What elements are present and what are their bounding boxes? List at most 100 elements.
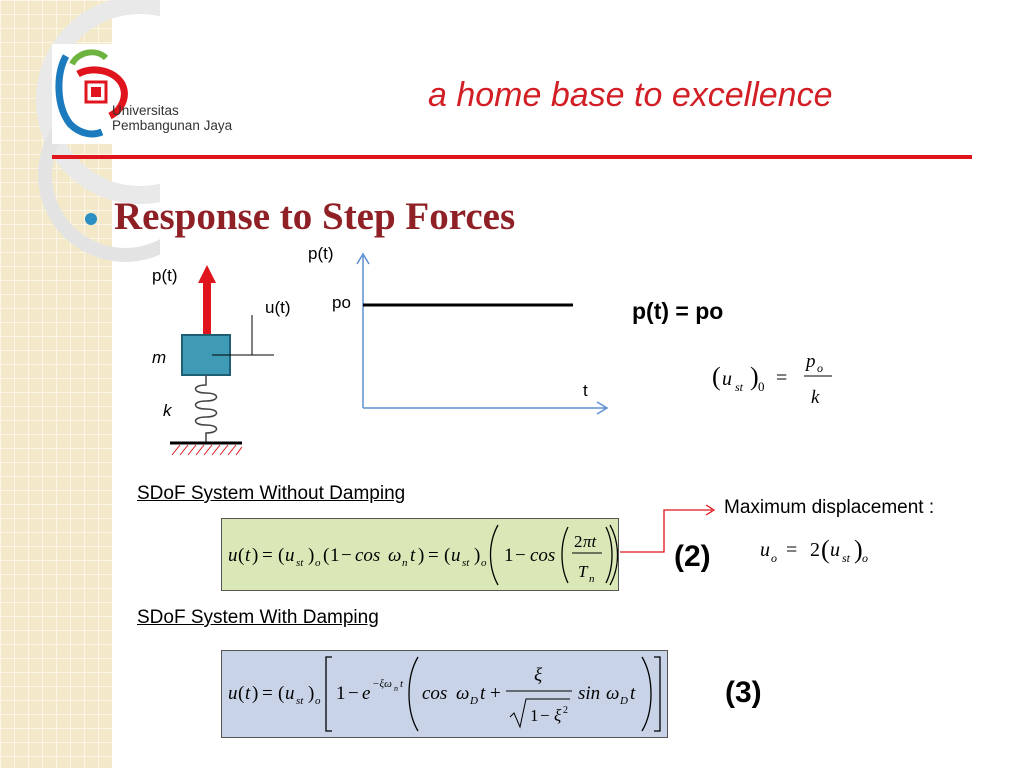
svg-text:u: u <box>228 683 238 704</box>
logo-emblem-icon <box>55 49 128 138</box>
svg-text:st: st <box>462 557 470 569</box>
svg-text:): ) <box>252 545 258 566</box>
svg-text:=: = <box>262 683 273 704</box>
svg-text:t: t <box>480 683 486 704</box>
svg-text:+: + <box>490 683 501 704</box>
svg-text:=: = <box>428 545 439 566</box>
svg-text:): ) <box>252 683 258 704</box>
force-label: p(t) <box>152 266 178 285</box>
page-title: Response to Step Forces <box>114 195 516 238</box>
step-force-graph <box>356 252 609 415</box>
svg-text:T: T <box>578 562 589 581</box>
svg-text:−: − <box>515 545 526 566</box>
svg-text:−: − <box>348 683 359 704</box>
equation-number-3: (3) <box>725 676 762 709</box>
svg-text:st: st <box>842 551 851 565</box>
spring-mass-diagram <box>170 265 274 456</box>
svg-text:sin: sin <box>578 683 600 704</box>
svg-text:u: u <box>451 545 461 566</box>
mass-label: m <box>152 348 167 367</box>
svg-text:st: st <box>735 380 744 394</box>
damped-response-equation: u (t) = (u st )o 1− e −ξω n t cos ω D t … <box>221 650 668 738</box>
svg-text:p: p <box>804 351 816 372</box>
svg-text:u: u <box>228 545 238 566</box>
logo-line1: Universitas <box>112 103 179 118</box>
svg-text:=: = <box>262 545 273 566</box>
static-displacement-equation: ( u st ) 0 = p o k <box>712 351 832 408</box>
title-bullet-icon <box>85 213 97 225</box>
svg-text:ω: ω <box>606 683 619 704</box>
svg-text:st: st <box>296 695 304 707</box>
svg-text:1: 1 <box>504 545 514 566</box>
svg-text:(: ( <box>444 545 450 566</box>
svg-text:0: 0 <box>758 379 765 394</box>
svg-text:πt: πt <box>583 532 598 551</box>
spring-label: k <box>163 401 172 420</box>
svg-text:(: ( <box>278 545 284 566</box>
connector-arrow <box>620 504 716 553</box>
svg-text:t: t <box>245 545 251 566</box>
svg-text:−ξω: −ξω <box>372 678 392 690</box>
svg-text:(: ( <box>821 535 830 564</box>
svg-text:ξ: ξ <box>554 706 562 725</box>
graph-y-label: p(t) <box>308 244 334 263</box>
tagline: a home base to excellence <box>428 76 833 114</box>
svg-text:k: k <box>811 387 820 408</box>
max-displacement-equation: u o = 2 ( u st ) o <box>760 535 868 565</box>
svg-text:o: o <box>481 557 487 569</box>
svg-text:o: o <box>771 551 777 565</box>
svg-text:1: 1 <box>330 545 340 566</box>
svg-text:−: − <box>540 706 550 725</box>
svg-text:(: ( <box>712 362 721 391</box>
svg-text:u: u <box>722 368 732 390</box>
svg-text:cos: cos <box>422 683 447 704</box>
svg-text:): ) <box>418 545 424 566</box>
svg-text:2: 2 <box>810 539 820 561</box>
svg-text:t: t <box>630 683 636 704</box>
svg-text:cos: cos <box>530 545 555 566</box>
svg-text:o: o <box>862 551 868 565</box>
header-divider <box>52 155 972 159</box>
svg-text:o: o <box>315 557 321 569</box>
svg-text:st: st <box>296 557 304 569</box>
svg-text:n: n <box>394 684 398 693</box>
svg-text:D: D <box>619 695 628 707</box>
load-definition: p(t) = po <box>632 298 724 324</box>
svg-text:e: e <box>362 683 370 704</box>
svg-text:t: t <box>410 545 416 566</box>
section-damped: SDoF System With Damping <box>137 607 379 628</box>
svg-text:−: − <box>341 545 352 566</box>
max-displacement-label: Maximum displacement : <box>724 497 935 518</box>
svg-text:n: n <box>589 573 595 585</box>
svg-text:2: 2 <box>574 532 583 551</box>
equation-number-2: (2) <box>674 540 711 573</box>
svg-text:cos: cos <box>355 545 380 566</box>
svg-text:o: o <box>315 695 321 707</box>
graph-level-label: po <box>332 293 351 312</box>
svg-text:u: u <box>285 545 295 566</box>
svg-text:o: o <box>817 361 823 375</box>
svg-text:(: ( <box>278 683 284 704</box>
svg-text:ξ: ξ <box>534 665 543 686</box>
svg-text:t: t <box>400 678 404 690</box>
svg-text:ω: ω <box>456 683 469 704</box>
svg-text:=: = <box>786 539 797 561</box>
svg-text:(: ( <box>238 545 244 566</box>
svg-text:1: 1 <box>530 706 539 725</box>
svg-text:ω: ω <box>388 545 401 566</box>
svg-text:D: D <box>469 695 478 707</box>
svg-text:): ) <box>308 545 314 566</box>
svg-text:(: ( <box>323 545 329 566</box>
university-logo: Universitas Pembangunan Jaya <box>52 44 250 144</box>
displacement-label: u(t) <box>265 298 291 317</box>
svg-text:t: t <box>245 683 251 704</box>
svg-text:n: n <box>402 557 408 569</box>
svg-text:1: 1 <box>336 683 346 704</box>
undamped-response-equation: u (t) = (u st )o (1− cos ω n t) = (u st … <box>221 518 619 591</box>
logo-line2: Pembangunan Jaya <box>112 118 233 133</box>
graph-x-label: t <box>583 381 588 400</box>
svg-text:): ) <box>308 683 314 704</box>
svg-text:u: u <box>285 683 295 704</box>
svg-text:): ) <box>854 535 863 564</box>
svg-text:u: u <box>830 539 840 561</box>
